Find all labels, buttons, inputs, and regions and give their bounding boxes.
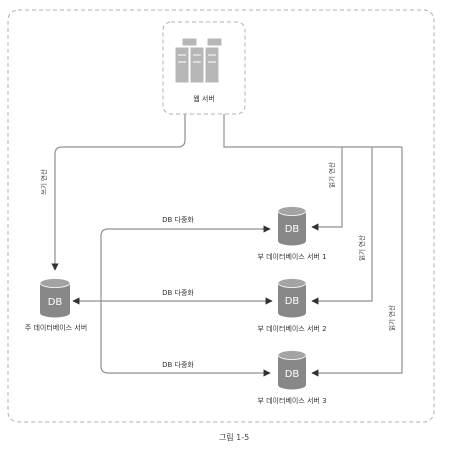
read-op-label-2: 읽기 연산	[357, 235, 366, 261]
web-server-box	[162, 21, 246, 115]
slave-db-3-label: 부 데이터베이스 서버 3	[257, 396, 326, 405]
replication-label-2: DB 다중화	[162, 288, 194, 297]
slave-db-2-label: 부 데이터베이스 서버 2	[257, 324, 326, 333]
slave-db-1-icon: DB	[277, 206, 307, 246]
read-op-label-3: 읽기 연산	[387, 305, 396, 331]
read-connector-1	[311, 147, 343, 231]
write-connector	[51, 114, 186, 271]
write-op-label: 쓰기 연산	[39, 169, 48, 195]
read-op-label-1: 읽기 연산	[327, 162, 336, 188]
read-connector-3	[311, 147, 403, 377]
master-db-icon: DB	[39, 278, 71, 318]
slave-db-1-icon-text: DB	[285, 224, 300, 235]
slave-db-3-icon-text: DB	[285, 369, 300, 380]
slave-db-2-icon-text: DB	[285, 296, 300, 307]
slave-db-3-icon: DB	[277, 350, 307, 390]
slave-db-2-icon: DB	[277, 278, 307, 318]
read-connector-trunk	[223, 114, 402, 148]
replication-label-1: DB 다중화	[162, 215, 194, 224]
figure-caption: 그림 1-5	[218, 433, 250, 442]
master-db-label: 주 데이터베이스 서버	[25, 323, 87, 332]
server-rack-icon	[174, 37, 223, 84]
outer-dashed-frame	[7, 9, 435, 423]
master-db-icon-text: DB	[48, 297, 63, 308]
replication-label-3: DB 다중화	[162, 360, 194, 369]
slave-db-1-label: 부 데이터베이스 서버 1	[257, 252, 326, 261]
web-server-label: 웹 서버	[193, 94, 215, 103]
read-connector-2	[311, 147, 373, 305]
